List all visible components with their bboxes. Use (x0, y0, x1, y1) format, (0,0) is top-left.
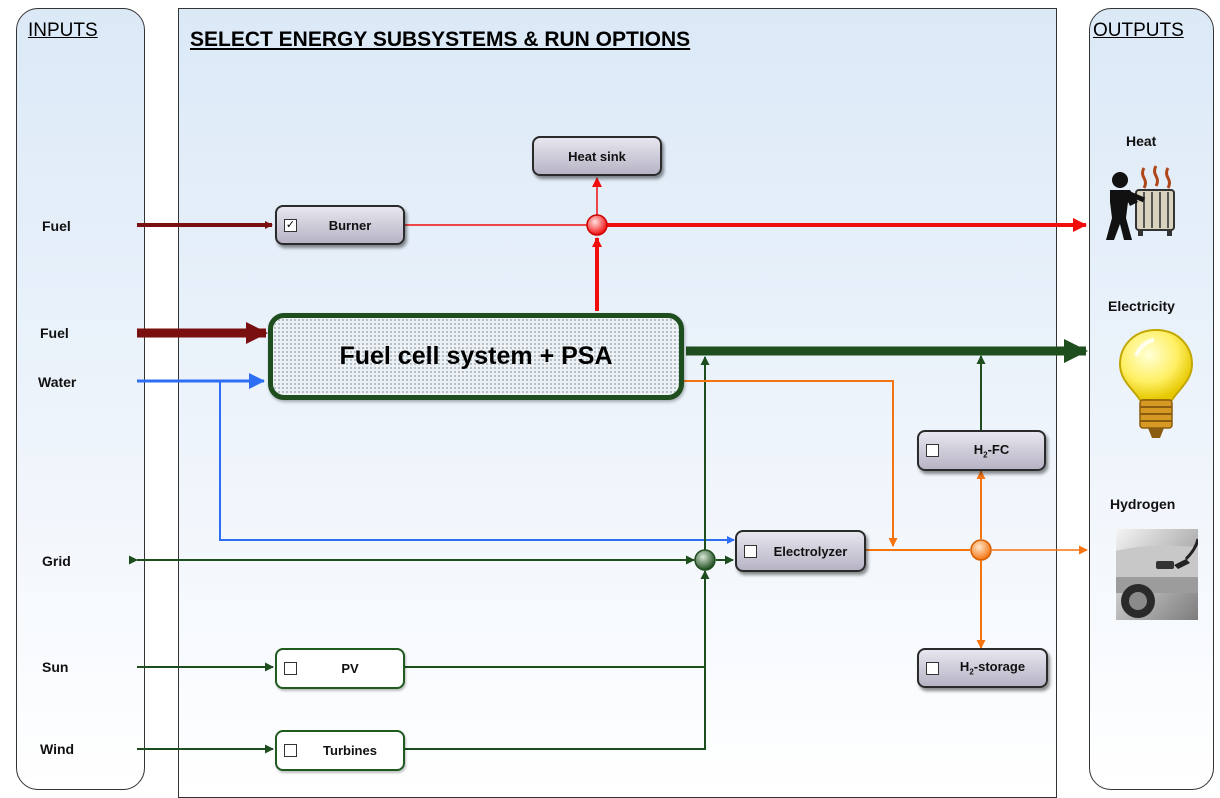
input-label-fuel-fuelcell: Fuel (40, 325, 69, 341)
h2-fc-checkbox[interactable] (926, 444, 939, 457)
electrolyzer-box[interactable]: Electrolyzer (735, 530, 866, 572)
inputs-title: INPUTS (28, 20, 98, 41)
turbines-checkbox[interactable] (284, 744, 297, 757)
turbines-label: Turbines (323, 743, 377, 758)
water-to-electrolyzer-flow (219, 381, 735, 544)
pv-box[interactable]: PV (275, 648, 405, 689)
pv-checkbox[interactable] (284, 662, 297, 675)
hydrogen-node (970, 539, 992, 561)
h2-storage-checkbox[interactable] (926, 661, 939, 675)
inputs-panel (16, 8, 145, 790)
input-label-sun: Sun (42, 659, 69, 675)
heat-node (586, 214, 608, 236)
fuelcell-hydrogen-flow (684, 380, 898, 547)
burner-checkbox[interactable]: ✓ (284, 218, 297, 232)
heat-sink-label: Heat sink (568, 148, 626, 164)
turbines-to-bus-flow (405, 570, 710, 750)
output-label-hydrogen: Hydrogen (1110, 496, 1176, 512)
input-label-grid: Grid (42, 553, 71, 569)
hydrogen-car-fueling-icon (1116, 529, 1198, 620)
h2-storage-box[interactable]: H2-storage (917, 648, 1048, 688)
input-label-wind: Wind (40, 741, 75, 757)
input-label-fuel-burner: Fuel (42, 218, 71, 234)
h2-fc-box[interactable]: H2-FC (917, 430, 1046, 471)
h2-fc-label: H2-FC (973, 441, 1010, 460)
output-label-electricity: Electricity (1108, 298, 1175, 314)
electric-bus-node (694, 549, 716, 571)
input-label-water: Water (38, 374, 77, 390)
heat-sink-box[interactable]: Heat sink (532, 136, 662, 176)
burner-label: Burner (328, 217, 372, 233)
turbines-box[interactable]: Turbines (275, 730, 405, 771)
h2-storage-label: H2-storage (959, 659, 1026, 677)
page-title: SELECT ENERGY SUBSYSTEMS & RUN OPTIONS (190, 28, 691, 51)
burner-box[interactable]: ✓ Burner (275, 205, 405, 245)
fuel-cell-system-box[interactable]: Fuel cell system + PSA (268, 313, 684, 400)
outputs-title: OUTPUTS (1093, 20, 1184, 41)
output-label-heat: Heat (1126, 133, 1157, 149)
electrolyzer-checkbox[interactable] (744, 544, 757, 558)
light-bulb-icon (1118, 328, 1194, 438)
radiator-person-icon (1106, 165, 1175, 240)
pv-label: PV (341, 661, 359, 676)
fuel-cell-label: Fuel cell system + PSA (339, 342, 613, 370)
electrolyzer-label: Electrolyzer (773, 543, 848, 559)
